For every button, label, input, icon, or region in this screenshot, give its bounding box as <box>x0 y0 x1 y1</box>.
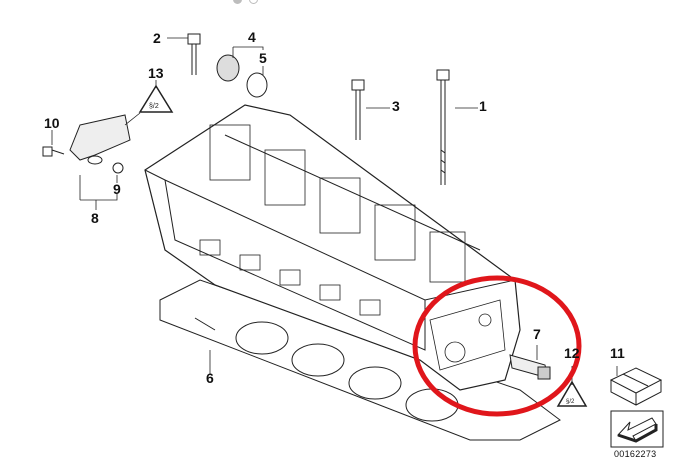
callout-9: 9 <box>113 181 121 197</box>
bolt-2 <box>187 33 201 75</box>
bolt-10 <box>42 146 65 157</box>
seal-ring-5 <box>246 72 268 98</box>
callout-6: 6 <box>206 370 214 386</box>
callout-13: 13 <box>148 65 164 81</box>
bolt-3 <box>351 79 365 140</box>
callout-5: 5 <box>259 50 267 66</box>
leader-lines <box>51 37 618 385</box>
screw-plug-4 <box>216 54 240 82</box>
highlight-circle <box>412 275 582 417</box>
callout-3: 3 <box>392 98 400 114</box>
bolt-1 <box>436 69 450 185</box>
svg-text:§/2: §/2 <box>566 399 575 405</box>
arrow-icon[interactable] <box>610 410 664 448</box>
diagram-number: 00162273 <box>614 449 657 459</box>
callout-1: 1 <box>479 98 487 114</box>
callout-7: 7 <box>533 326 541 342</box>
carousel-dot-active[interactable] <box>233 0 242 4</box>
warning-triangle-13-icon: §/2 <box>138 84 174 113</box>
callout-8: 8 <box>91 210 99 226</box>
sensor-8 <box>69 114 131 165</box>
cylinder-head <box>144 104 521 391</box>
parts-box-11-icon <box>609 367 663 406</box>
callout-11: 11 <box>610 345 625 361</box>
callout-2: 2 <box>153 30 161 46</box>
callout-10: 10 <box>44 115 60 131</box>
switch-7 <box>509 354 551 380</box>
callout-12: 12 <box>564 345 580 361</box>
seal-ring-9 <box>112 162 124 174</box>
warning-triangle-12-icon: §/2 <box>556 380 588 407</box>
callout-4: 4 <box>248 29 256 45</box>
svg-text:§/2: §/2 <box>149 103 159 110</box>
